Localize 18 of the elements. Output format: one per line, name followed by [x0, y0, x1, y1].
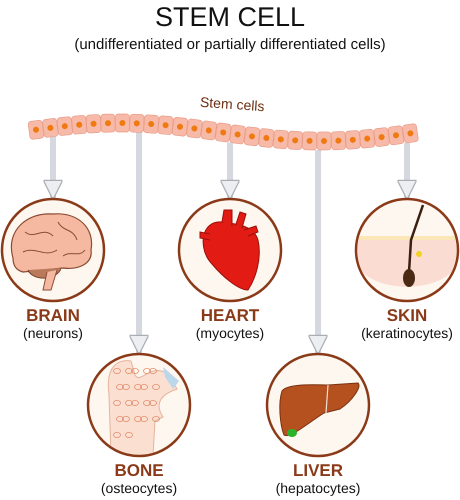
arrow [42, 136, 64, 200]
title: STEM CELL [154, 2, 306, 33]
organ-label: HEART [200, 306, 260, 326]
organ-label: SKIN [386, 306, 428, 326]
cell-type-label: (hepatocytes) [274, 480, 362, 496]
cell-type-label: (neurons) [22, 325, 84, 341]
arrow [128, 132, 150, 356]
organ-label: BONE [113, 461, 165, 481]
cell-type-label: (osteocytes) [100, 480, 178, 496]
subtitle: (undifferentiated or partially differentiated cells) [73, 36, 387, 53]
arrow [308, 150, 328, 356]
cell-type-label: (keratinocytes) [360, 325, 454, 341]
organ-label: BRAIN [25, 306, 81, 326]
arrow [396, 142, 418, 200]
organ-label: LIVER [292, 461, 344, 481]
band-label: Stem cells [200, 94, 266, 114]
cell-type-label: (myocytes) [194, 325, 266, 341]
arrow [220, 142, 240, 200]
